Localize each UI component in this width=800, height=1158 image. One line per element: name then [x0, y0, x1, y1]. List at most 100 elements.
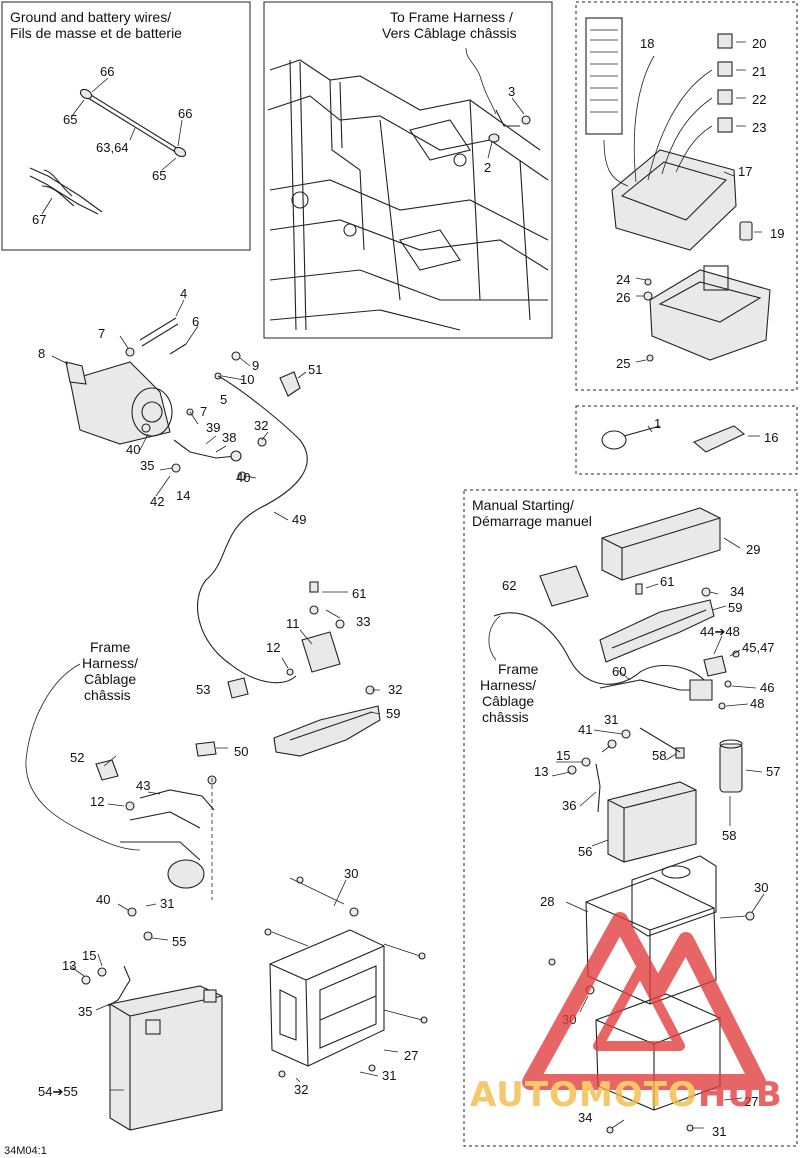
manual-relay-57-drawing: [719, 739, 763, 826]
callout-46: 46: [760, 680, 774, 695]
manual-bracket-drawing: [599, 583, 727, 663]
callout-39: 39: [206, 420, 220, 435]
accessories-panel: [575, 405, 798, 475]
callout-25: 25: [616, 356, 630, 371]
callout-60: 60: [612, 664, 626, 679]
callout-32: 32: [294, 1082, 308, 1097]
callout-4: 4: [180, 286, 187, 301]
callout-24: 24: [616, 272, 630, 287]
ground-strap-drawing: [465, 47, 531, 159]
callout-48: 48: [750, 696, 764, 711]
callout-31: 31: [712, 1124, 726, 1139]
frame-panel: [263, 1, 553, 339]
callout-43: 43: [136, 778, 150, 793]
callout-67: 67: [32, 212, 46, 227]
ground-battery-title-line1: Ground and battery wires/: [10, 9, 171, 25]
watermark-text-part1: AUTOMOTO: [470, 1075, 698, 1115]
callout-8: 8: [38, 346, 45, 361]
callout-5: 5: [220, 392, 227, 407]
battery-left-drawing: [69, 903, 223, 1131]
callout-31: 31: [604, 712, 618, 727]
callout-50: 50: [234, 744, 248, 759]
callout-40: 40: [126, 442, 140, 457]
manual-harness-drawing: [488, 612, 757, 710]
callout-66: 66: [178, 106, 192, 121]
callout-19: 19: [770, 226, 784, 241]
callout-12: 12: [266, 640, 280, 655]
callout-53: 53: [196, 682, 210, 697]
callout-2: 2: [484, 160, 491, 175]
crimp-pliers-drawing: [29, 167, 103, 215]
callout-40: 40: [236, 470, 250, 485]
to-frame-harness-label-line2: Vers Câblage châssis: [382, 25, 517, 41]
ground-battery-title-line2: Fils de masse et de batterie: [10, 25, 182, 41]
frame-harness-left-line3: Câblage: [84, 671, 136, 687]
callout-10: 10: [240, 372, 254, 387]
callout-58: 58: [652, 748, 666, 763]
callout-27: 27: [404, 1048, 418, 1063]
callout-65: 65: [63, 112, 77, 127]
callout-57: 57: [766, 764, 780, 779]
callout-15: 15: [556, 748, 570, 763]
frame-harness-right-line2: Harness/: [480, 677, 536, 693]
callout-33: 33: [356, 614, 370, 629]
callout-18: 18: [640, 36, 654, 51]
callout-45-47: 45,47: [742, 640, 775, 655]
manual-battery-drawing: [551, 727, 697, 863]
manual-starting-title-line1: Manual Starting/: [472, 497, 574, 513]
to-frame-harness-label-line1: To Frame Harness /: [390, 9, 513, 25]
callout-58: 58: [722, 828, 736, 843]
starter-bolts-drawing: [119, 299, 251, 416]
callout-12: 12: [90, 794, 104, 809]
fuse-label-sticker: [585, 17, 623, 135]
callout-36: 36: [562, 798, 576, 813]
callout-32: 32: [388, 682, 402, 697]
callout-55: 55: [172, 934, 186, 949]
callout-40: 40: [96, 892, 110, 907]
frame-harness-left-line4: châssis: [84, 687, 131, 703]
callout-54-55: 54➔55: [38, 1084, 78, 1099]
callout-13: 13: [62, 958, 76, 973]
callout-3: 3: [508, 84, 515, 99]
decal-62-drawing: [539, 565, 589, 607]
ground-cable-drawing: [71, 77, 187, 171]
callout-26: 26: [616, 290, 630, 305]
callout-7: 7: [98, 326, 105, 341]
fuses-drawing: [717, 33, 746, 133]
callout-56: 56: [578, 844, 592, 859]
starter-motor-drawing: [51, 355, 173, 445]
cable-tie-drawing: [601, 425, 661, 450]
callout-30: 30: [344, 866, 358, 881]
callout-61: 61: [660, 574, 674, 589]
callout-51: 51: [308, 362, 322, 377]
callout-35: 35: [140, 458, 154, 473]
callout-16: 16: [764, 430, 778, 445]
terminal-boot-drawing: [279, 371, 307, 397]
callout-49: 49: [292, 512, 306, 527]
callout-63-64: 63,64: [96, 140, 129, 155]
figure-code: 34M04:1: [4, 1145, 47, 1157]
callout-30: 30: [754, 880, 768, 895]
callout-17: 17: [738, 164, 752, 179]
frame-harness-right-line1: Frame: [498, 661, 539, 677]
watermark-text-part2: HUB: [698, 1075, 783, 1115]
callout-22: 22: [752, 92, 766, 107]
callout-13: 13: [534, 764, 548, 779]
callout-21: 21: [752, 64, 766, 79]
callout-61: 61: [352, 586, 366, 601]
callout-31: 31: [160, 896, 174, 911]
harness-lower-drawing: [25, 663, 228, 900]
starter-cable-drawing: [139, 375, 308, 684]
callout-59: 59: [386, 706, 400, 721]
watermark-text: AUTOMOTOHUB: [470, 1075, 783, 1115]
callout-9: 9: [252, 358, 259, 373]
callout-31: 31: [382, 1068, 396, 1083]
frame-harness-left-line2: Harness/: [82, 655, 138, 671]
callout-23: 23: [752, 120, 766, 135]
manual-starting-panel: [463, 489, 798, 1147]
callout-28: 28: [540, 894, 554, 909]
solenoid-bracket-drawing: [235, 581, 381, 757]
ground-battery-panel: [1, 1, 251, 251]
callout-7: 7: [200, 404, 207, 419]
